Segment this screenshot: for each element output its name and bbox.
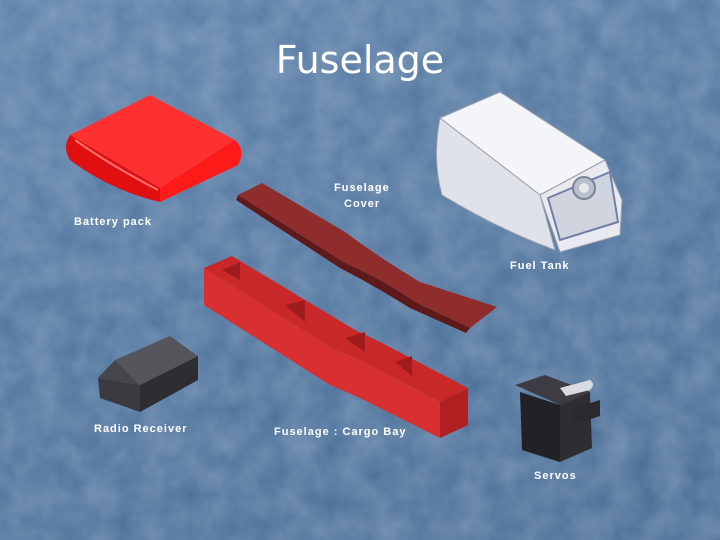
cargo-bay-part — [204, 256, 468, 438]
slide-title: Fuselage — [275, 38, 445, 82]
battery-pack-part — [66, 95, 242, 202]
label-radio-receiver: Radio Receiver — [94, 423, 188, 435]
label-battery-pack: Battery pack — [74, 216, 153, 228]
label-cargo-bay: Fuselage : Cargo Bay — [274, 426, 407, 438]
label-fuselage-cover-line2: Cover — [344, 198, 381, 210]
servo-part — [515, 375, 600, 462]
fuel-tank-part — [435, 91, 623, 253]
label-fuselage-cover-line1: Fuselage — [334, 182, 390, 194]
fuselage-cover-part — [236, 183, 497, 333]
label-servos: Servos — [534, 470, 577, 482]
radio-receiver-part — [98, 336, 198, 412]
label-fuel-tank: Fuel Tank — [510, 260, 570, 272]
